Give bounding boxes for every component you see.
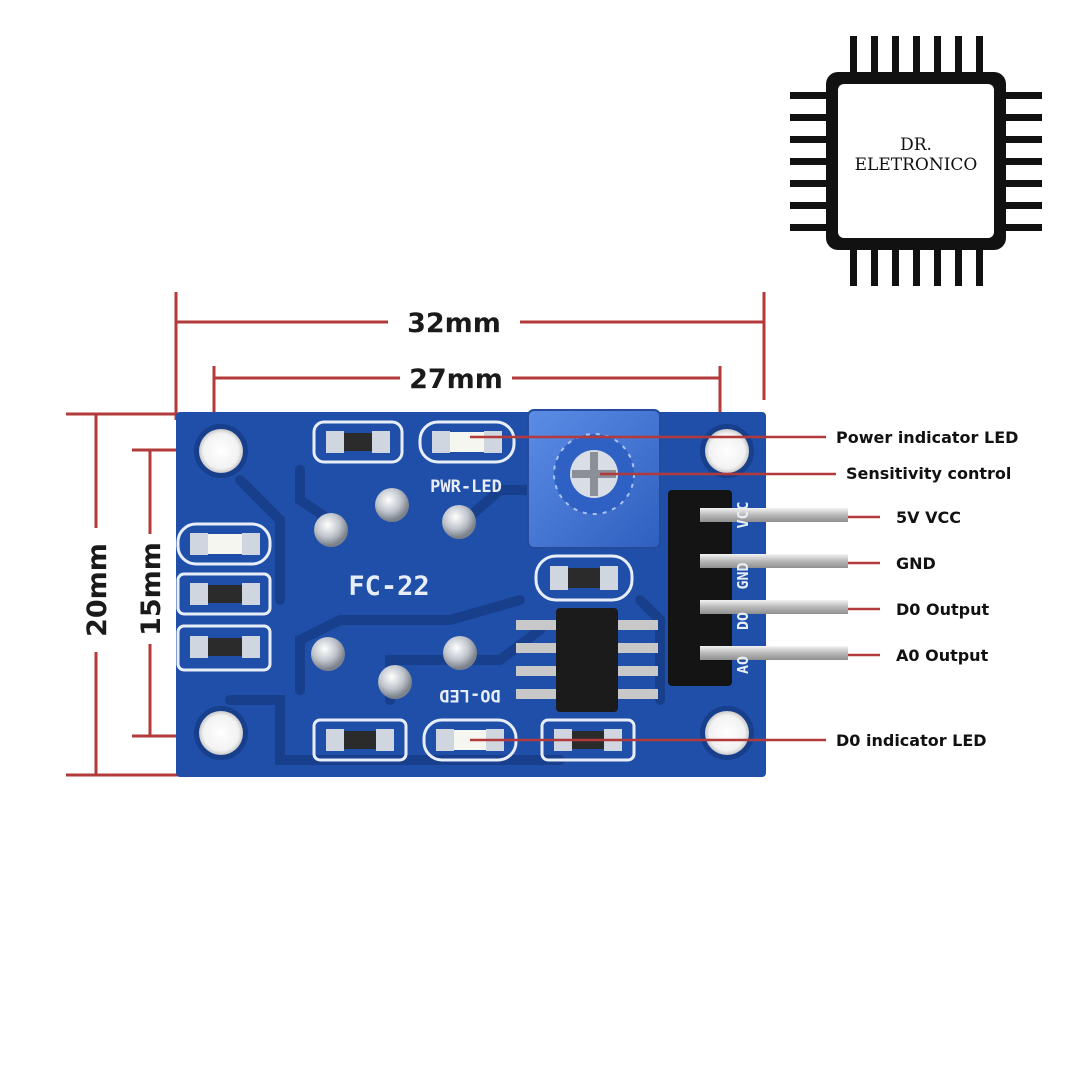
- mount-hole-br: [705, 711, 749, 755]
- silk-model: FC-22: [348, 571, 429, 602]
- mount-hole-bl: [199, 711, 243, 755]
- pcb-board: PWR-LED FC-22 DO-LED VCC GND DO AO: [176, 409, 848, 777]
- silk-pin-ao: AO: [734, 656, 752, 674]
- dim-label-20: 20mm: [82, 543, 113, 637]
- callout-leaders: [470, 435, 880, 742]
- sensor-solder-points: [311, 488, 477, 699]
- mount-hole-tl: [199, 429, 243, 473]
- logo-line-1: DR.: [900, 135, 932, 155]
- dim-label-15: 15mm: [136, 542, 167, 636]
- smd-component-bottom-left: [312, 718, 408, 762]
- logo-line-2: ELETRONICO: [855, 155, 978, 175]
- silk-pin-gnd: GND: [734, 562, 752, 589]
- silk-pin-vcc: VCC: [734, 501, 752, 528]
- chip-logo: DR. ELETRONICO: [790, 36, 1042, 286]
- callout-sensitivity: Sensitivity control: [846, 464, 1011, 483]
- callout-power-led: Power indicator LED: [836, 428, 1018, 447]
- pin-ao: [700, 646, 848, 660]
- pin-header-body: [668, 490, 732, 686]
- chip-logo-pins: [790, 36, 1042, 286]
- smd-stack-left: [176, 522, 272, 672]
- callout-vcc: 5V VCC: [896, 508, 961, 527]
- callout-gnd: GND: [896, 554, 936, 573]
- dim-label-27: 27mm: [409, 364, 503, 395]
- smd-component-mid-right: [534, 554, 634, 602]
- smd-component-top-left: [312, 420, 404, 464]
- callout-ao: A0 Output: [896, 646, 989, 665]
- pin-vcc: [700, 508, 848, 522]
- dim-label-32: 32mm: [407, 308, 501, 339]
- callout-do: D0 Output: [896, 600, 989, 619]
- silk-do-led: DO-LED: [439, 685, 500, 705]
- silk-pin-do: DO: [734, 612, 752, 630]
- pin-do: [700, 600, 848, 614]
- mount-hole-tr: [705, 429, 749, 473]
- callout-do-led: D0 indicator LED: [836, 731, 987, 750]
- pin-gnd: [700, 554, 848, 568]
- chip-logo-face: [838, 84, 994, 238]
- pin-header: [668, 490, 848, 686]
- silk-pwr-led: PWR-LED: [430, 477, 502, 497]
- potentiometer: [527, 409, 661, 549]
- comparator-ic: [516, 608, 658, 712]
